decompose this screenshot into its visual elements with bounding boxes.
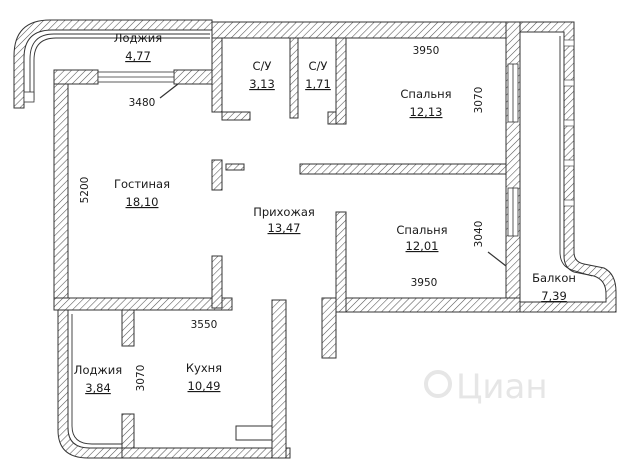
watermark: Циан (424, 367, 548, 407)
dim-kitchen-top: 3550 (191, 319, 218, 331)
dim-bedroom1-top: 3950 (413, 45, 440, 57)
dim-bedroom2-bottom: 3950 (411, 277, 438, 289)
loggia-top-shape (13, 19, 213, 109)
loggia-top-area: 4,77 (125, 49, 151, 63)
kitchen-area: 10,49 (188, 379, 221, 393)
wc1-area: 3,13 (249, 77, 275, 91)
dim-kitchen-side: 3070 (135, 365, 147, 392)
room-labels: Лоджия 4,77 С/У 3,13 С/У 1,71 Спальня 12… (74, 31, 576, 395)
hall-area: 13,47 (268, 221, 301, 235)
bedroom2-name: Спальня (396, 223, 447, 237)
inner-walls (211, 37, 507, 313)
bedroom1-name: Спальня (400, 87, 451, 101)
door-swings (159, 83, 507, 267)
wc2-name: С/У (309, 59, 328, 73)
kitchen-name: Кухня (186, 361, 222, 375)
outer-walls (53, 21, 521, 459)
dim-living-top: 3480 (129, 97, 156, 109)
dim-bedroom2-side: 3040 (473, 221, 485, 248)
wc1-name: С/У (253, 59, 272, 73)
bedroom1-area: 12,13 (410, 105, 443, 119)
balcony-area: 7,39 (541, 289, 567, 303)
loggia-left-name: Лоджия (74, 363, 122, 377)
living-name: Гостиная (114, 177, 170, 191)
balcony-name: Балкон (532, 271, 576, 285)
watermark-text: Циан (456, 367, 548, 407)
dimension-labels: 3480 5200 3950 3070 3040 3950 3550 3070 (79, 45, 485, 391)
wc2-area: 1,71 (305, 77, 331, 91)
dim-bedroom1-side: 3070 (473, 87, 485, 114)
hall-name: Прихожая (253, 205, 315, 219)
bedroom2-area: 12,01 (406, 239, 439, 253)
balcony-shape (519, 21, 617, 313)
loggia-top-name: Лоджия (114, 31, 162, 45)
living-area: 18,10 (126, 195, 159, 209)
loggia-left-area: 3,84 (85, 381, 111, 395)
dim-living-side: 5200 (79, 177, 91, 204)
